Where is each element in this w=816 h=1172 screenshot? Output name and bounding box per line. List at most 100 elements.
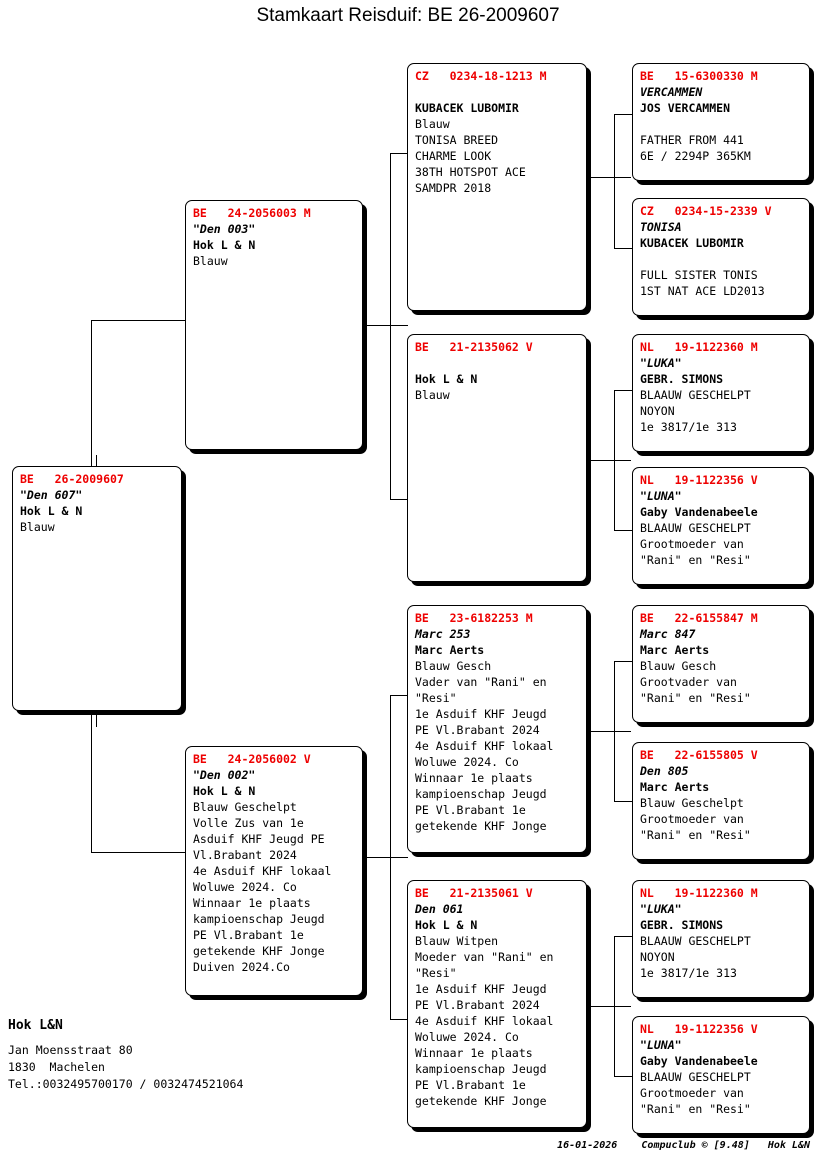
footer-credits: 16-01-2026 Compuclub © [9.48] Hok L&N [557,1140,810,1151]
footer-address-street: Jan Moensstraat 80 [8,1043,133,1057]
pigeon-card-g4-5[interactable]: BE 22-6155847 M Marc 847 Marc Aerts Blau… [632,605,810,723]
card-line: 6E / 2294P 365KM [640,149,751,163]
card-line: kampioenschap Jeugd [415,1062,547,1076]
pigeon-card-sire[interactable]: BE 24-2056003 M "Den 003" Hok L & N Blau… [185,200,363,450]
connector-gen3d-to-top [614,936,632,937]
connector-gen3a-stem [588,177,631,178]
card-line: getekende KHF Jonge [415,1094,547,1108]
connector-subject-stub-bottom [96,711,97,727]
card-line: Winnaar 1e plaats [415,1046,533,1060]
card-id: NL 19-1122360 M [640,340,758,354]
pigeon-card-g4-7[interactable]: NL 19-1122360 M "LUKA" GEBR. SIMONS BLAA… [632,880,810,998]
pigeon-card-g4-2[interactable]: CZ 0234-15-2339 V TONISA KUBACEK LUBOMIR… [632,198,810,316]
card-line: Grootmoeder van [640,537,744,551]
card-id: BE 15-6300330 M [640,69,758,83]
card-line: 4e Asduif KHF lokaal [193,864,332,878]
card-line: BLAAUW GESCHELPT [640,934,751,948]
card-name: TONISA [640,220,682,234]
card-line: Vader van "Rani" en [415,675,547,689]
pigeon-card-g4-4[interactable]: NL 19-1122356 V "LUNA" Gaby Vandenabeele… [632,467,810,585]
card-line [640,116,809,132]
card-line: BLAAUW GESCHELPT [640,521,751,535]
card-line: Blauw Gesch [640,659,717,673]
connector-gen2sire-stem [363,325,408,326]
card-line: KUBACEK LUBOMIR [415,101,519,115]
card-id: BE 21-2135062 V [415,340,533,354]
card-line: Gaby Vandenabeele [640,505,758,519]
card-line: Duiven 2024.Co [193,960,290,974]
card-id: BE 22-6155805 V [640,748,758,762]
card-line: kampioenschap Jeugd [193,912,325,926]
pigeon-card-dam-sire[interactable]: BE 23-6182253 M Marc 253 Marc Aerts Blau… [407,605,587,853]
card-name [415,355,586,371]
footer-owner-name: Hok L&N [8,1018,63,1033]
connector-gen3a-bracket [614,114,615,248]
card-line: Hok L & N [20,504,83,518]
card-line: Grootvader van [640,675,737,689]
pigeon-card-dam-dam[interactable]: BE 21-2135061 V Den 061 Hok L & N Blauw … [407,880,587,1128]
card-line: NOYON [640,950,675,964]
card-line: 1e Asduif KHF Jeugd [415,982,547,996]
connector-subject-to-dam [91,852,185,853]
card-line: Blauw [20,520,55,534]
pigeon-card-sire-sire[interactable]: CZ 0234-18-1213 M KUBACEK LUBOMIR Blauw … [407,63,587,311]
card-line: PE Vl.Brabant 2024 [415,998,540,1012]
pigeon-card-g4-1[interactable]: BE 15-6300330 M VERCAMMEN JOS VERCAMMEN … [632,63,810,181]
card-line: Blauw Geschelpt [640,796,744,810]
card-line: Blauw Geschelpt [193,800,297,814]
connector-gen3b-stem [588,460,631,461]
card-line: GEBR. SIMONS [640,372,724,386]
pigeon-card-dam[interactable]: BE 24-2056002 V "Den 002" Hok L & N Blau… [185,746,363,996]
card-line: Grootmoeder van [640,1086,744,1100]
card-line: PE Vl.Brabant 1e [193,928,304,942]
connector-gen3c-stem [588,731,631,732]
card-line: Woluwe 2024. Co [193,880,297,894]
connector-gen2sire-bracket [390,153,391,499]
card-line: FULL SISTER TONIS [640,268,758,282]
connector-gen3a-to-bottom [614,248,632,249]
card-line [640,251,809,267]
pigeon-card-g4-3[interactable]: NL 19-1122360 M "LUKA" GEBR. SIMONS BLAA… [632,334,810,452]
footer-phone: Tel.:0032495700170 / 0032474521064 [8,1077,244,1091]
pigeon-card-g4-6[interactable]: BE 22-6155805 V Den 805 Marc Aerts Blauw… [632,742,810,860]
pigeon-card-g4-8[interactable]: NL 19-1122356 V "LUNA" Gaby Vandenabeele… [632,1016,810,1134]
card-name: "LUKA" [640,902,682,916]
card-line: Woluwe 2024. Co [415,755,519,769]
card-name: Marc 253 [415,627,471,641]
connector-gen3b-bracket [614,390,615,530]
card-line: Blauw [415,117,450,131]
card-line: "Resi" [415,691,457,705]
connector-gen3b-to-bottom [614,530,632,531]
card-line: Woluwe 2024. Co [415,1030,519,1044]
card-name: "Den 002" [193,768,256,782]
connector-gen2dam-to-bottom [390,1019,408,1020]
card-line: getekende KHF Jonge [415,819,547,833]
card-line: PE Vl.Brabant 1e [415,803,526,817]
card-line: CHARME LOOK [415,149,492,163]
card-line: "Rani" en "Resi" [640,691,751,705]
card-line: BLAAUW GESCHELPT [640,388,751,402]
card-line: Winnaar 1e plaats [193,896,311,910]
card-line: Hok L & N [193,784,256,798]
card-name: Den 805 [640,764,689,778]
connector-gen3c-to-top [614,661,632,662]
card-name: "Den 003" [193,222,256,236]
card-line: Grootmoeder van [640,812,744,826]
card-name: "LUKA" [640,356,682,370]
card-line: Hok L & N [415,918,478,932]
pigeon-card-subject[interactable]: BE 26-2009607 "Den 607" Hok L & N Blauw [12,466,182,711]
card-line: BLAAUW GESCHELPT [640,1070,751,1084]
card-line: "Rani" en "Resi" [640,553,751,567]
card-name [415,84,586,100]
card-line: PE Vl.Brabant 2024 [415,723,540,737]
card-line: Marc Aerts [415,643,485,657]
connector-gen3c-to-bottom [614,801,632,802]
pigeon-card-sire-dam[interactable]: BE 21-2135062 V Hok L & N Blauw [407,334,587,582]
card-line: SAMDPR 2018 [415,181,492,195]
card-line: Moeder van "Rani" en [415,950,554,964]
card-line: Hok L & N [193,238,256,252]
connector-subject-bottom [91,711,92,852]
card-line: 4e Asduif KHF lokaal [415,739,554,753]
card-line: "Rani" en "Resi" [640,1102,751,1116]
card-id: CZ 0234-15-2339 V [640,204,772,218]
